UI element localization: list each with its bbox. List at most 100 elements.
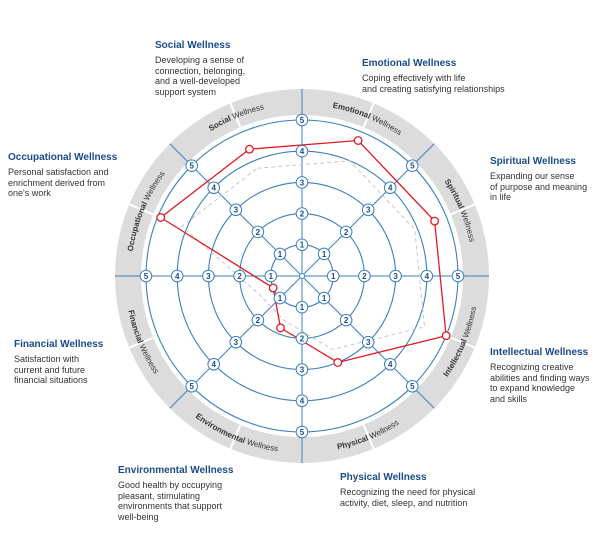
scale-tick-label: 3 bbox=[234, 206, 239, 215]
scale-tick-label: 3 bbox=[206, 272, 211, 281]
scale-tick-label: 2 bbox=[237, 272, 242, 281]
scale-tick-circle bbox=[251, 313, 265, 327]
scale-tick-circle bbox=[251, 225, 265, 239]
scale-tick: 1 bbox=[317, 291, 331, 305]
scale-tick-label: 3 bbox=[234, 338, 239, 347]
scale-tick-label: 5 bbox=[456, 272, 461, 281]
scale-tick: 3 bbox=[229, 335, 243, 349]
scale-tick-label: 1 bbox=[278, 250, 283, 259]
scale-tick-circle bbox=[317, 247, 331, 261]
scale-tick-circle bbox=[295, 207, 309, 220]
scale-tick-circle bbox=[358, 269, 371, 283]
scale-tick-label: 5 bbox=[189, 382, 194, 391]
scale-tick: 2 bbox=[339, 225, 353, 239]
ring-separator bbox=[362, 424, 375, 450]
scale-tick: 5 bbox=[451, 269, 465, 283]
callout-title: Physical Wellness bbox=[340, 472, 427, 483]
scale-tick: 1 bbox=[273, 247, 287, 261]
scale-tick: 3 bbox=[202, 269, 215, 283]
scale-tick: 4 bbox=[295, 144, 309, 158]
scale-tick: 1 bbox=[264, 269, 278, 283]
scale-tick-circle bbox=[295, 144, 309, 158]
scale-tick-circle bbox=[317, 291, 331, 305]
scale-tick-label: 4 bbox=[212, 360, 217, 369]
scale-tick: 5 bbox=[185, 159, 198, 172]
callout-description: Recognizing creative abilities and findi… bbox=[490, 362, 590, 404]
scale-tick-circle bbox=[202, 269, 215, 283]
scale-tick-circle bbox=[139, 269, 153, 283]
scale-tick-label: 5 bbox=[410, 162, 415, 171]
scale-tick-label: 2 bbox=[362, 272, 367, 281]
scale-tick: 1 bbox=[326, 269, 340, 283]
scale-tick-circle bbox=[295, 394, 309, 408]
callout-title: Spiritual Wellness bbox=[490, 156, 576, 167]
scale-tick: 4 bbox=[383, 357, 397, 371]
scale-tick: 4 bbox=[420, 269, 434, 283]
callout-description: Good health by occupying pleasant, stimu… bbox=[118, 480, 223, 522]
scale-tick-label: 3 bbox=[300, 366, 305, 375]
scale-tick: 2 bbox=[251, 313, 265, 327]
scale-tick: 5 bbox=[406, 159, 419, 172]
scale-tick: 2 bbox=[251, 225, 265, 239]
scale-tick-circle bbox=[295, 300, 309, 314]
scale-tick: 2 bbox=[233, 269, 246, 283]
callout-title: Intellectual Wellness bbox=[490, 347, 589, 358]
score-point-occupational bbox=[156, 213, 166, 222]
scale-tick-label: 1 bbox=[322, 250, 327, 259]
scale-tick-circle bbox=[264, 269, 278, 283]
scale-tick-circle bbox=[420, 269, 434, 283]
scale-tick: 2 bbox=[358, 269, 371, 283]
scale-tick-circle bbox=[185, 159, 198, 172]
scale-tick-label: 4 bbox=[300, 147, 305, 156]
scale-tick-circle bbox=[295, 332, 309, 345]
scale-tick-label: 2 bbox=[256, 228, 261, 237]
scale-tick-label: 2 bbox=[344, 228, 349, 237]
ring-separator bbox=[450, 203, 476, 216]
callout-title: Social Wellness bbox=[155, 40, 231, 51]
score-point-emotional bbox=[353, 136, 363, 145]
scale-tick-circle bbox=[207, 181, 221, 195]
scale-tick-circle bbox=[361, 203, 375, 217]
callout-description: Developing a sense of connection, belong… bbox=[155, 55, 246, 97]
scale-tick: 5 bbox=[185, 380, 198, 393]
scale-tick: 5 bbox=[406, 380, 419, 393]
scale-tick-circle bbox=[326, 269, 340, 283]
scale-tick-label: 4 bbox=[388, 184, 393, 193]
callout-description: Coping effectively with life and creatin… bbox=[362, 73, 505, 94]
scale-tick-label: 1 bbox=[278, 294, 283, 303]
scale-tick-circle bbox=[233, 269, 246, 283]
scale-tick: 3 bbox=[361, 203, 375, 217]
scale-tick: 3 bbox=[361, 335, 375, 349]
scale-tick: 1 bbox=[317, 247, 331, 261]
reference-polygon bbox=[181, 160, 426, 351]
reference-outline bbox=[181, 160, 426, 351]
scale-tick-circle bbox=[295, 238, 309, 252]
scale-tick: 5 bbox=[139, 269, 153, 283]
scale-tick-circle bbox=[339, 313, 353, 327]
scale-tick: 4 bbox=[207, 181, 221, 195]
ring-separator bbox=[362, 102, 375, 128]
callout-description: Personal satisfaction and enrichment der… bbox=[8, 167, 109, 198]
scale-tick-label: 1 bbox=[269, 272, 274, 281]
scale-tick-label: 3 bbox=[393, 272, 398, 281]
scale-tick: 3 bbox=[229, 203, 243, 217]
scale-tick: 3 bbox=[389, 269, 402, 283]
scale-tick-circle bbox=[295, 425, 309, 439]
ring-separator bbox=[128, 336, 154, 349]
scale-tick-circle bbox=[406, 380, 419, 393]
scale-tick-label: 2 bbox=[300, 210, 305, 219]
callout-title: Emotional Wellness bbox=[362, 58, 457, 69]
scale-tick-label: 3 bbox=[366, 338, 371, 347]
score-point-environmental bbox=[276, 323, 285, 333]
scale-tick-label: 1 bbox=[300, 241, 305, 250]
scale-tick-label: 2 bbox=[300, 334, 305, 343]
